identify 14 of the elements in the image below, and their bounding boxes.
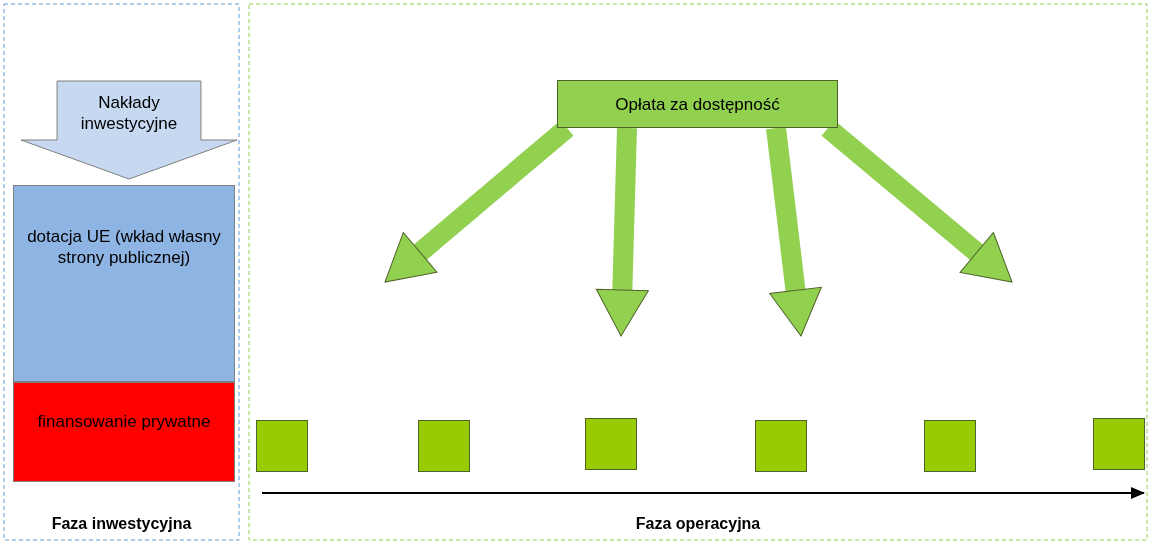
phase-heading: Faza operacyjna (634, 515, 762, 533)
process-box: Opłata za dostępność (557, 80, 838, 128)
milestone-square (418, 420, 470, 472)
process-box: dotacja UE (wkład własny strony publicznej) (13, 185, 235, 382)
node-label: Nakłady inwestycyjne (79, 92, 179, 134)
arrow (766, 126, 822, 337)
milestone-square (924, 420, 976, 472)
milestone-square (1093, 418, 1145, 470)
milestone-square (585, 418, 637, 470)
process-box: finansowanie prywatne (13, 382, 235, 482)
milestone-square (256, 420, 308, 472)
phase-heading: Faza inwestycyjna (50, 515, 193, 533)
milestone-square (755, 420, 807, 472)
arrow (595, 127, 649, 337)
